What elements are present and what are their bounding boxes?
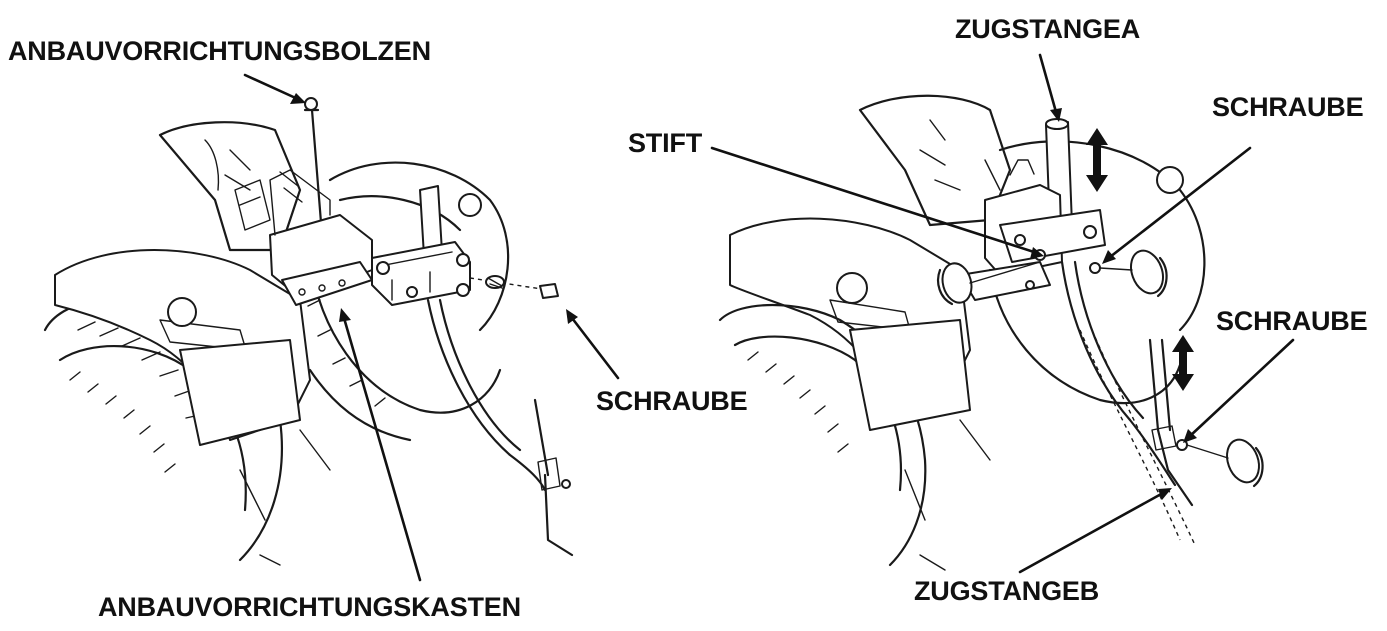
label-drawbar-b: ZUGSTANGEB: [914, 576, 1099, 606]
label-screw-lower: SCHRAUBE: [1216, 306, 1368, 336]
label-screw-left: SCHRAUBE: [596, 386, 748, 416]
label-attachment-bolt: ANBAUVORRICHTUNGSBOLZEN: [8, 36, 431, 66]
right-tractor-illustration: [718, 94, 1264, 571]
left-tractor-illustration: [43, 97, 574, 566]
label-attachment-box: ANBAUVORRICHTUNGSKASTEN: [98, 592, 521, 622]
right-leader-lines: [710, 53, 1295, 574]
label-drawbar-a: ZUGSTANGEA: [955, 14, 1140, 44]
left-leader-lines: [243, 73, 620, 582]
label-pin: STIFT: [628, 128, 702, 158]
adjustment-arrows: [1086, 128, 1194, 391]
label-screw-upper: SCHRAUBE: [1212, 92, 1364, 122]
